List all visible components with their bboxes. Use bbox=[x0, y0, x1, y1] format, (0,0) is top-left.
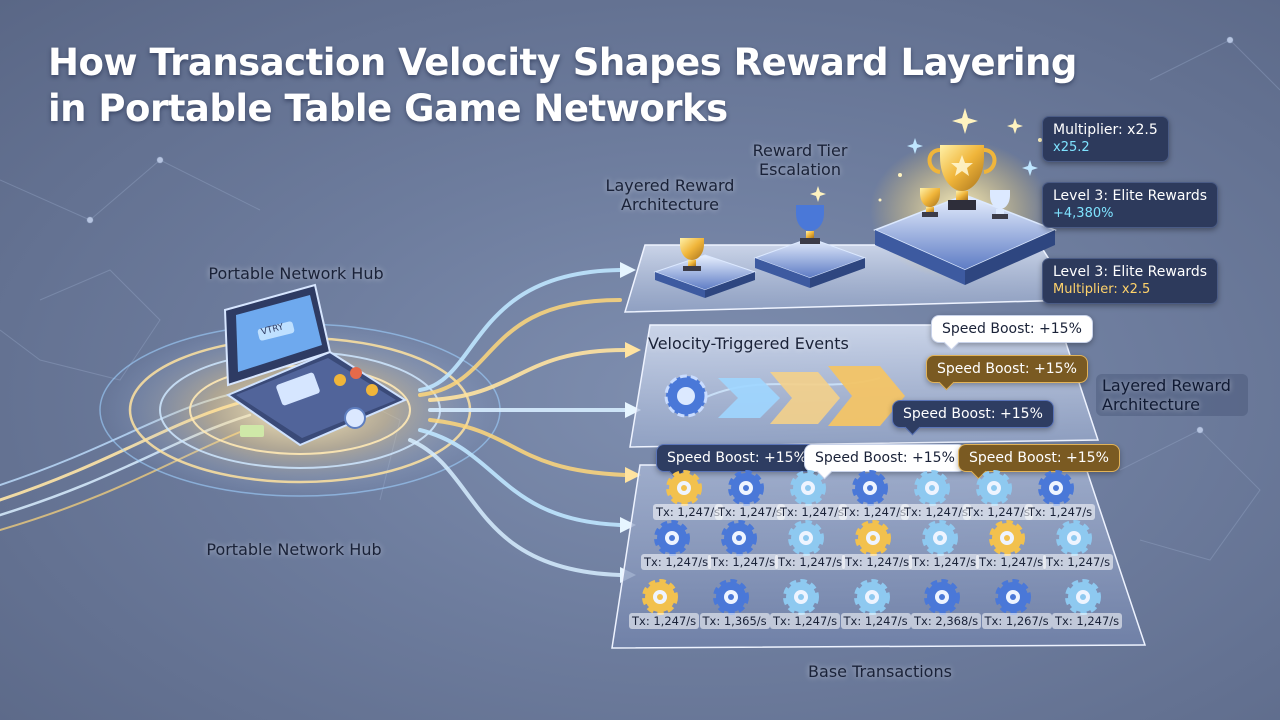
base-speed-boost-1: Speed Boost: +15% bbox=[656, 444, 818, 472]
gear-icon bbox=[654, 520, 690, 556]
sparkle-icons bbox=[810, 108, 1042, 202]
reward-tag-multiplier-sub: x25.2 bbox=[1053, 140, 1090, 155]
velocity-speed-boost-3: Speed Boost: +15% bbox=[892, 400, 1054, 428]
reward-tag-multiplier-title: Multiplier: x2.5 bbox=[1053, 122, 1158, 138]
reward-tag-elite-1-sub: +4,380% bbox=[1053, 206, 1114, 221]
tx-rate-label: Tx: 1,247/s bbox=[629, 613, 700, 629]
reward-tag-elite-2-sub: Multiplier: x2.5 bbox=[1053, 282, 1151, 297]
tx-rate-label: Tx: 1,247/s bbox=[839, 504, 910, 520]
trophies bbox=[680, 145, 1010, 271]
tx-rate-label: Tx: 1,247/s bbox=[976, 554, 1047, 570]
tx-rate-label: Tx: 1,247/s bbox=[641, 554, 712, 570]
velocity-speed-boost-2: Speed Boost: +15% bbox=[926, 355, 1088, 383]
tx-rate-label: Tx: 1,247/s bbox=[963, 504, 1034, 520]
reward-tag-elite-1-title: Level 3: Elite Rewards bbox=[1053, 188, 1208, 204]
velocity-speed-boost-1: Speed Boost: +15% bbox=[931, 315, 1093, 343]
gear-icon bbox=[924, 579, 960, 615]
gear-icon bbox=[852, 470, 888, 506]
gear-icon bbox=[728, 470, 764, 506]
tx-rate-label: Tx: 1,247/s bbox=[842, 554, 913, 570]
tx-rate-label: Tx: 1,247/s bbox=[770, 613, 841, 629]
reward-tag-elite-2: Level 3: Elite Rewards Multiplier: x2.5 bbox=[1042, 258, 1219, 304]
base-transactions-label: Base Transactions bbox=[808, 662, 952, 681]
gear-icon bbox=[666, 470, 702, 506]
base-speed-boost-3: Speed Boost: +15% bbox=[958, 444, 1120, 472]
gear-icon bbox=[853, 579, 890, 615]
gear-icon bbox=[1065, 579, 1101, 615]
gear-icon bbox=[783, 579, 819, 615]
trophy-icon-large bbox=[927, 145, 997, 210]
portable-hub-device bbox=[223, 283, 408, 447]
tx-rate-label: Tx: 1,247/s bbox=[708, 554, 779, 570]
velocity-gear-icon bbox=[664, 374, 708, 418]
tx-rate-label: Tx: 2,368/s bbox=[911, 613, 982, 629]
gear-icon bbox=[994, 579, 1031, 615]
gear-icon bbox=[790, 470, 826, 506]
gear-icon bbox=[922, 520, 958, 556]
reward-tag-elite-1: Level 3: Elite Rewards +4,380% bbox=[1042, 182, 1219, 228]
tx-rate-label: Tx: 1,247/s bbox=[1025, 504, 1096, 520]
tx-rate-label: Tx: 1,247/s bbox=[1052, 613, 1123, 629]
tx-rate-label: Tx: 1,247/s bbox=[775, 554, 846, 570]
trophy-icon-medium bbox=[796, 205, 824, 244]
velocity-side-label: Layered Reward Architecture bbox=[1096, 374, 1248, 416]
gear-icon bbox=[642, 579, 678, 615]
tx-rate-label: Tx: 1,365/s bbox=[699, 613, 770, 629]
tx-rate-label: Tx: 1,247/s bbox=[840, 613, 911, 629]
tx-rate-label: Tx: 1,247/s bbox=[1043, 554, 1114, 570]
reward-architecture-label: Layered Reward Architecture bbox=[605, 176, 735, 214]
reward-tag-elite-2-title: Level 3: Elite Rewards bbox=[1053, 264, 1208, 280]
trophy-icon-side-right bbox=[990, 190, 1010, 219]
tx-rate-label: Tx: 1,247/s bbox=[715, 504, 786, 520]
hub-label-bottom: Portable Network Hub bbox=[206, 540, 382, 559]
gear-icon bbox=[721, 520, 757, 556]
title-line-1: How Transaction Velocity Shapes Reward L… bbox=[48, 41, 1077, 84]
trophy-icon-side-left bbox=[920, 188, 940, 217]
gear-icon bbox=[989, 520, 1025, 556]
gear-icon bbox=[1056, 520, 1092, 556]
gear-icon bbox=[976, 470, 1012, 506]
gear-icon bbox=[712, 579, 749, 615]
gear-icon bbox=[1038, 470, 1074, 506]
outgoing-flow bbox=[408, 268, 627, 577]
gear-icon bbox=[788, 520, 824, 556]
velocity-events-label: Velocity-Triggered Events bbox=[648, 334, 849, 353]
tx-rate-label: Tx: 1,267/s bbox=[981, 613, 1052, 629]
tx-rate-label: Tx: 1,247/s bbox=[901, 504, 972, 520]
gear-icon bbox=[855, 520, 891, 556]
gear-icon bbox=[914, 470, 950, 506]
page-title: How Transaction Velocity Shapes Reward L… bbox=[48, 40, 1077, 132]
base-speed-boost-2: Speed Boost: +15% bbox=[804, 444, 966, 472]
hub-label-top: Portable Network Hub bbox=[208, 264, 384, 283]
velocity-arrow-icons bbox=[718, 366, 905, 426]
tx-rate-label: Tx: 1,247/s bbox=[653, 504, 724, 520]
reward-tier-escalation-label: Reward Tier Escalation bbox=[752, 141, 848, 179]
tx-rate-label: Tx: 1,247/s bbox=[909, 554, 980, 570]
title-line-2: in Portable Table Game Networks bbox=[48, 87, 728, 130]
reward-tag-multiplier: Multiplier: x2.5 x25.2 bbox=[1042, 116, 1169, 162]
tx-rate-label: Tx: 1,247/s bbox=[777, 504, 848, 520]
trophy-icon-small bbox=[680, 238, 704, 271]
